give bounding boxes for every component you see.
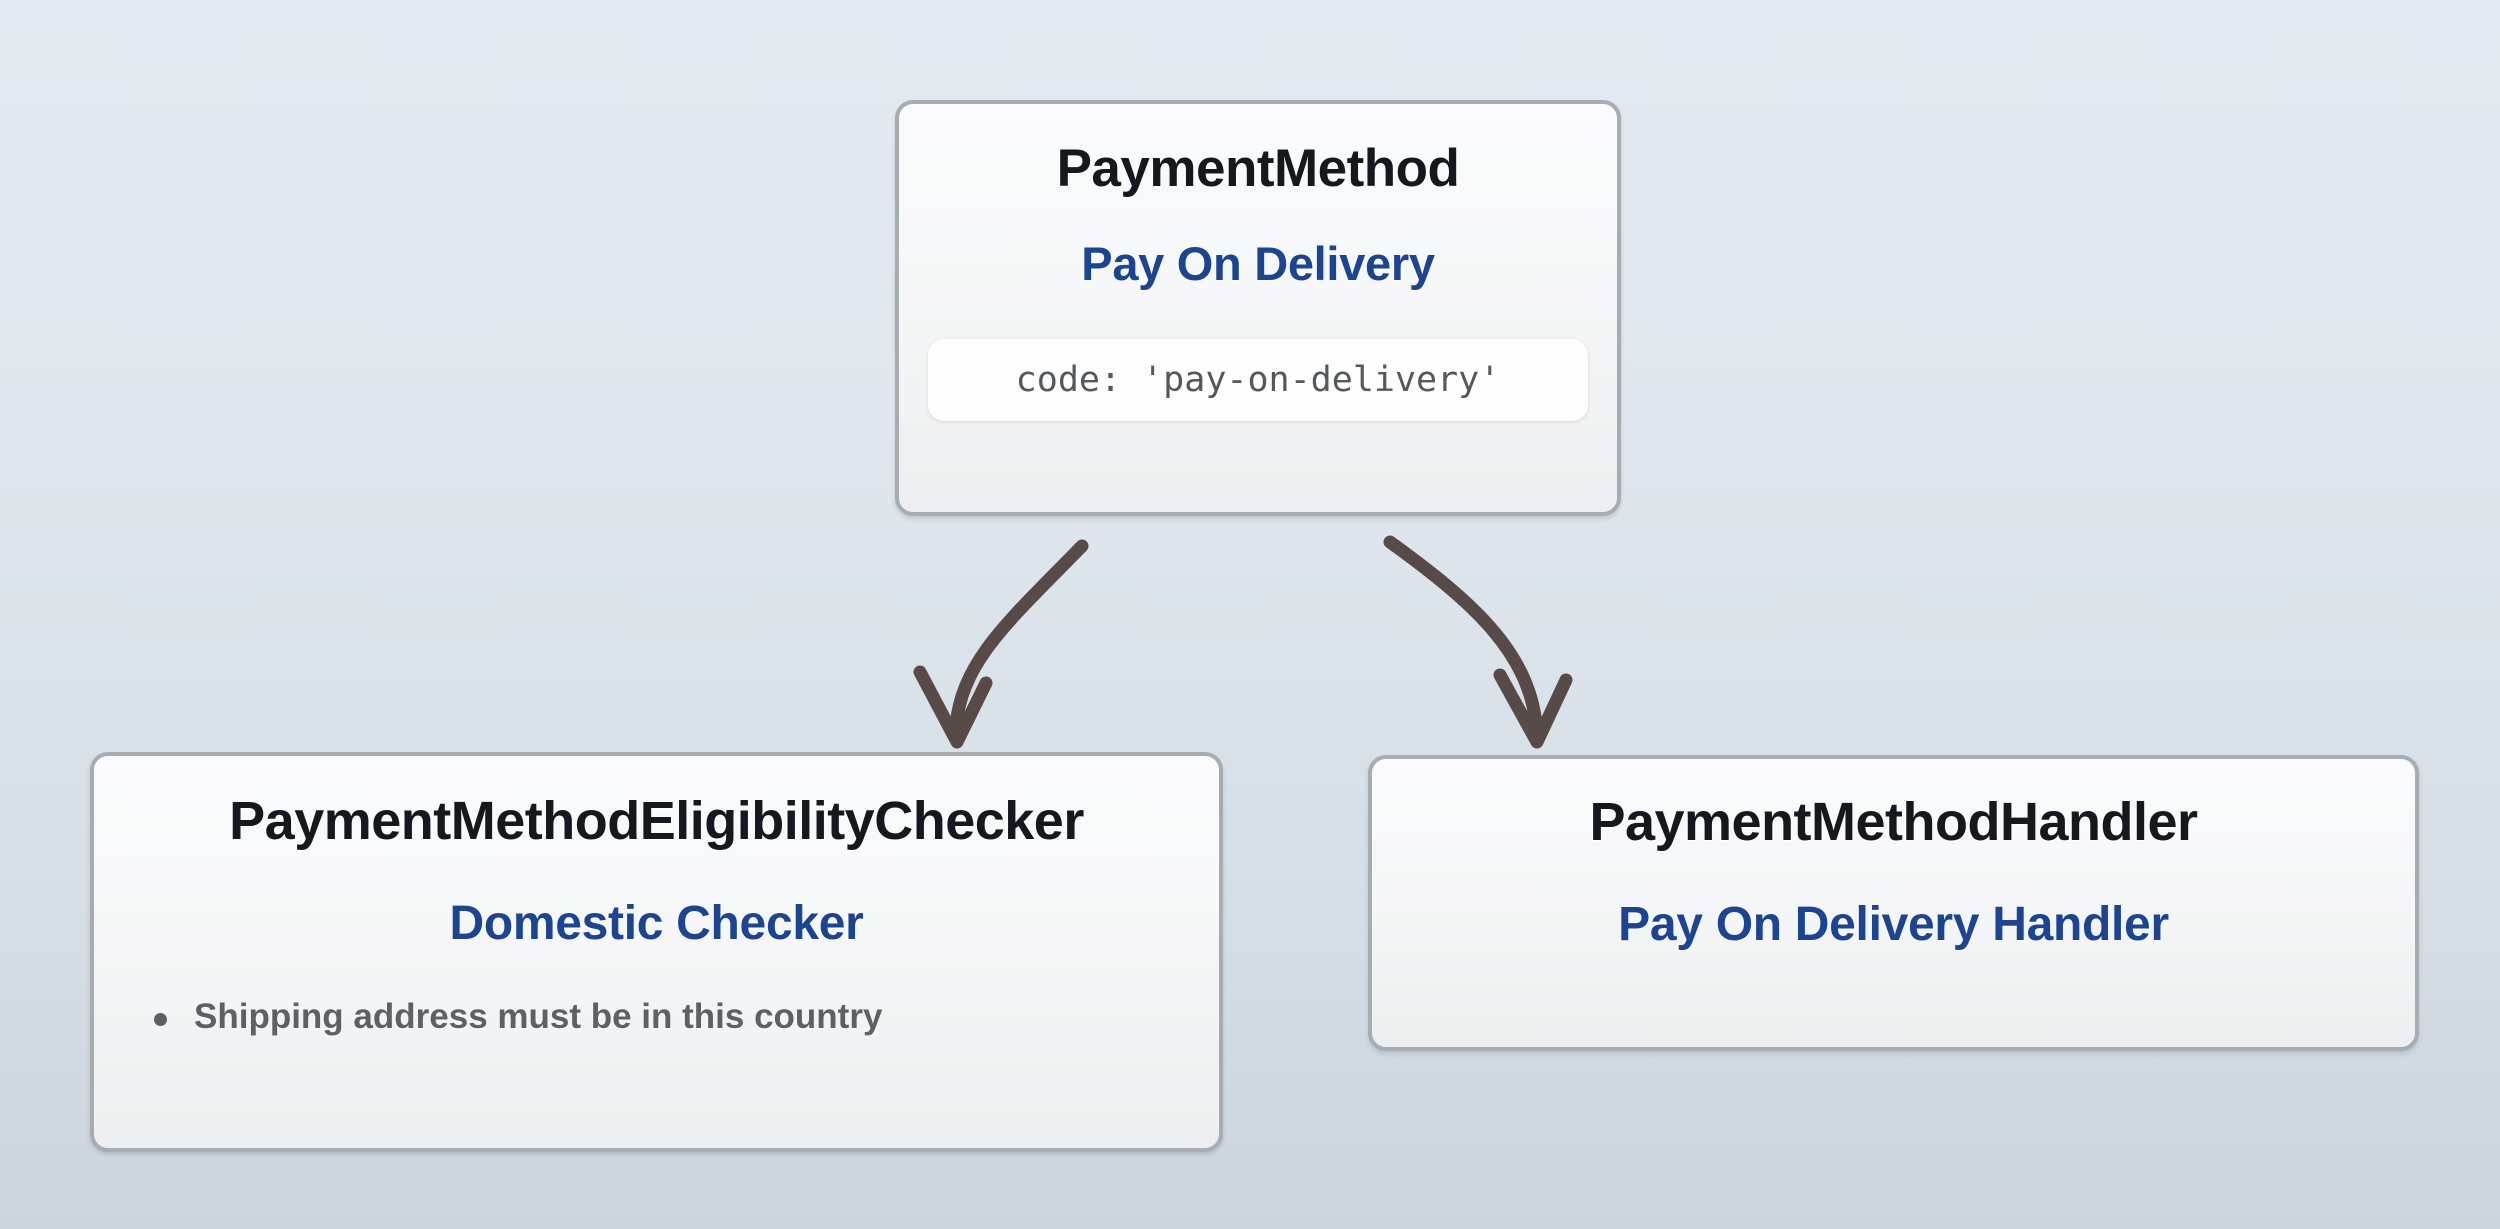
node-name-label: Domestic Checker <box>449 897 864 950</box>
node-payment-method-eligibility-checker[interactable]: PaymentMethodEligibilityChecker Domestic… <box>90 752 1223 1152</box>
node-bullet-list: Shipping address must be in this country <box>94 996 1219 1038</box>
edge-root-to-eligibility-checker <box>913 539 1089 749</box>
bullet-text: Shipping address must be in this country <box>194 997 883 1036</box>
node-type-label: PaymentMethodHandler <box>1589 792 2198 852</box>
code-text: code: 'pay-on-delivery' <box>1015 360 1501 400</box>
node-name-label: Pay On Delivery Handler <box>1618 898 2169 951</box>
node-payment-method[interactable]: PaymentMethod Pay On Delivery code: 'pay… <box>895 100 1621 516</box>
edge-root-to-handler <box>1383 535 1573 749</box>
node-name-label: Pay On Delivery <box>1081 237 1435 290</box>
list-item: Shipping address must be in this country <box>148 996 1219 1038</box>
code-box: code: 'pay-on-delivery' <box>928 339 1588 421</box>
node-type-label: PaymentMethod <box>1056 139 1460 198</box>
node-type-label: PaymentMethodEligibilityChecker <box>229 791 1084 851</box>
node-payment-method-handler[interactable]: PaymentMethodHandler Pay On Delivery Han… <box>1368 755 2419 1051</box>
bullet-dot-icon <box>154 1013 167 1026</box>
